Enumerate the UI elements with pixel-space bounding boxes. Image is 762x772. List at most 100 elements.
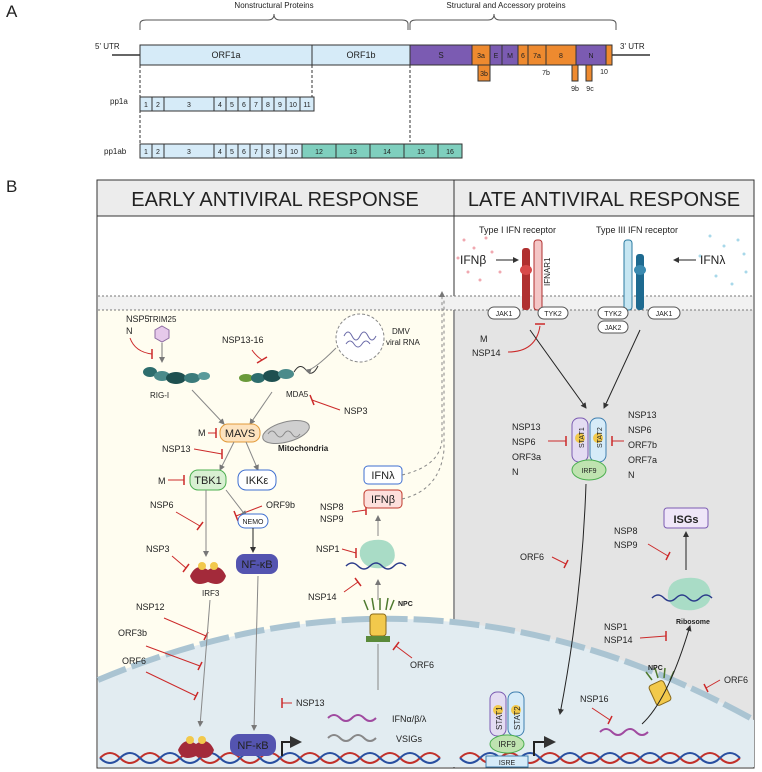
label-nfkb-nuclear: NF-κB (237, 740, 268, 752)
gene-3b: 3b (480, 71, 488, 78)
label-npc-early: NPC (398, 601, 413, 608)
gene-9b-block (571, 64, 579, 82)
label-irf9-nuclear: IRF9 (498, 740, 516, 749)
ifnar-receptor-icon (520, 239, 543, 311)
pp1a-row-label-11: 11 (303, 102, 310, 109)
gene-8: 8 (559, 53, 563, 60)
label-ifnar1: IFNAR1 (543, 257, 552, 286)
late-title: LATE ANTIVIRAL RESPONSE (468, 189, 740, 211)
gene-s: S (438, 51, 443, 60)
label-n-early: N (126, 326, 133, 336)
label-nsp14-early: NSP14 (308, 592, 337, 602)
late-right-inhib-2: ORF7b (628, 440, 657, 450)
pp1ab-row-label-3: 3 (187, 149, 191, 156)
early-title: EARLY ANTIVIRAL RESPONSE (131, 189, 419, 211)
gene-6: 6 (521, 53, 525, 60)
nsp-brace (139, 13, 409, 30)
label-nsp13-nuc: NSP13 (296, 698, 325, 708)
label-nsp13-mavs: NSP13 (162, 444, 191, 454)
irf3-nuclear-icon (178, 736, 214, 758)
pp1a-row-label-6: 6 (242, 102, 246, 109)
label-jak1-right: JAK1 (656, 311, 673, 318)
vsig-mrna-icon (327, 734, 377, 742)
late-left-inhib-3: N (512, 467, 519, 477)
label-nsp16: NSP16 (580, 694, 609, 704)
label-nsp6: NSP6 (150, 500, 174, 510)
label-viral-rna: viral RNA (386, 338, 420, 347)
label-isre: ISRE (499, 760, 516, 767)
panel-a-label: A (6, 2, 18, 21)
label-ifnl-early: IFNλ (371, 470, 395, 482)
nuclear-envelope (96, 615, 756, 723)
pp1ab-label: pp1ab (104, 147, 127, 156)
label-ifnb-early: IFNβ (371, 494, 395, 506)
trim25-icon (154, 325, 170, 343)
jak2-right-box (597, 320, 629, 334)
nfkb-nuclear-box (230, 734, 276, 756)
label-nsp1-late: NSP1 (604, 622, 628, 632)
pp1ab-row-label-14: 14 (383, 149, 391, 156)
isgs-box (663, 507, 709, 529)
label-orf6-late: ORF6 (520, 552, 544, 562)
dmv-icon (335, 313, 385, 363)
gene-9b: 9b (571, 86, 579, 93)
label-dmv: DMV (392, 327, 410, 336)
tyk2-right-box (597, 306, 629, 320)
ikke-box (237, 469, 277, 491)
label-nsp9-early: NSP9 (320, 514, 344, 524)
nucleus (98, 618, 754, 767)
early-title-box (96, 179, 455, 217)
pp1a-row-segment-11 (299, 96, 315, 112)
label-nsp14-late: NSP14 (472, 348, 501, 358)
label-mda5: MDA5 (286, 390, 309, 399)
ifn-mrna-icon (327, 714, 377, 722)
pp1ab-row-segment-16 (437, 143, 463, 159)
inhibit-nsp5-trim25 (129, 337, 153, 355)
label-orf6-early: ORF6 (122, 656, 146, 666)
gene-m: M (507, 53, 513, 60)
label-tyk2-left: TYK2 (544, 311, 562, 318)
label-jak2-right: JAK2 (605, 325, 622, 332)
pp1a-row-label-9: 9 (278, 102, 282, 109)
ribosome-early-icon (359, 539, 395, 569)
npc-early-icon (363, 597, 395, 642)
pp1ab-row-label-8: 8 (266, 149, 270, 156)
label-nsp9-late: NSP9 (614, 540, 638, 550)
stat-complex-icon (571, 417, 607, 481)
ifnb-dots (456, 236, 502, 282)
label-tbk1: TBK1 (194, 475, 222, 487)
label-nsp14-late-b: NSP14 (604, 635, 633, 645)
tbk1-box (189, 469, 227, 491)
utr5-label: 5' UTR (95, 42, 120, 51)
pp1a-row-label-5: 5 (230, 102, 234, 109)
gene-n: N (588, 53, 593, 60)
label-nsp8-early: NSP8 (320, 502, 344, 512)
label-npc-late: NPC (648, 665, 663, 672)
label-type3-receptor: Type III IFN receptor (596, 225, 678, 235)
label-nsp13-16: NSP13-16 (222, 335, 264, 345)
label-stat1: STAT1 (579, 427, 586, 448)
pp1ab-row-label-5: 5 (230, 149, 234, 156)
pp1a-row-label-3: 3 (187, 102, 191, 109)
structural-brace (409, 13, 617, 30)
late-right-inhib-1: NSP6 (628, 425, 652, 435)
rig-i-icon (143, 367, 210, 384)
isgf3-nuclear-icon (489, 691, 525, 754)
pp1a-row-label-1: 1 (144, 102, 148, 109)
viral-rna-icon (343, 331, 377, 348)
label-nsp5: NSP5 (126, 314, 150, 324)
label-nsp1-early: NSP1 (316, 544, 340, 554)
panel-b-label: B (6, 177, 17, 196)
gene-9c-block (585, 64, 593, 82)
late-left-inhib-0: NSP13 (512, 422, 541, 432)
label-nsp8-late: NSP8 (614, 526, 638, 536)
label-mavs: MAVS (225, 428, 255, 440)
pp1ab-row-label-1: 1 (144, 149, 148, 156)
pp1a-row-label-2: 2 (156, 102, 160, 109)
label-stat2-nuclear: STAT2 (513, 706, 522, 730)
pp1ab-row-label-12: 12 (315, 149, 323, 156)
transcription-arrow-late (533, 736, 556, 756)
label-type1-receptor: Type I IFN receptor (479, 225, 556, 235)
pp1a-row-label-4: 4 (218, 102, 222, 109)
